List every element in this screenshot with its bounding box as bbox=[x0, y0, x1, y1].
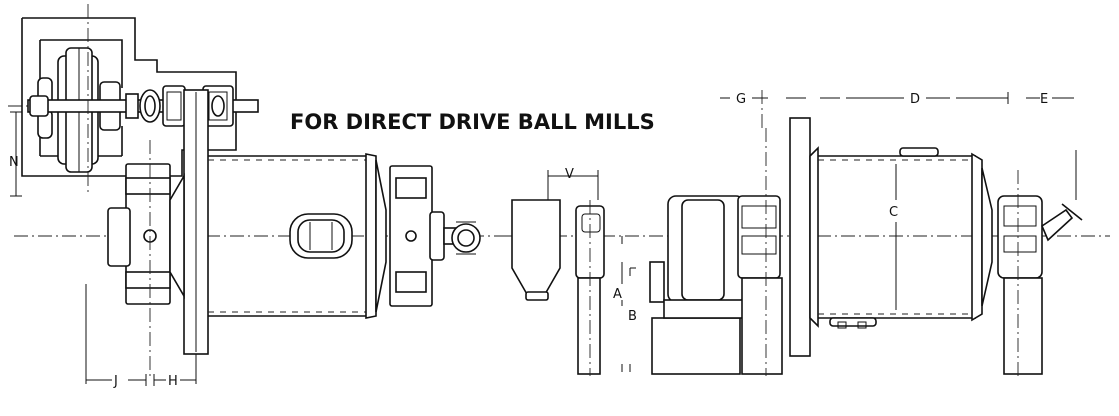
label-g: G bbox=[736, 92, 746, 107]
feed-trunnion bbox=[169, 173, 185, 299]
discharge-bearing bbox=[389, 165, 445, 307]
label-h: H bbox=[168, 374, 178, 389]
elevation-view: V bbox=[505, 90, 1110, 376]
elevation-drive bbox=[649, 195, 745, 375]
plan-view: N J H bbox=[8, 4, 505, 389]
label-c: C bbox=[889, 205, 898, 220]
drawing-title: FOR DIRECT DRIVE BALL MILLS bbox=[290, 110, 655, 134]
discharge-pedestal bbox=[997, 195, 1083, 375]
discharge-trommel bbox=[443, 221, 481, 255]
label-n: N bbox=[9, 155, 19, 170]
label-d: D bbox=[910, 92, 920, 107]
label-b: B bbox=[628, 309, 637, 324]
dimension-n: N bbox=[9, 111, 22, 197]
dimension-a-b: A B bbox=[613, 236, 637, 372]
drive-motor bbox=[21, 17, 259, 177]
dimension-j-h: J H bbox=[85, 284, 196, 389]
feed-hopper: V bbox=[511, 167, 599, 301]
drive-pedestal bbox=[737, 195, 783, 375]
label-a: A bbox=[613, 287, 622, 302]
dimension-g-d-e: G D E bbox=[720, 92, 1074, 107]
mill-shell-elevation bbox=[818, 147, 993, 329]
label-v: V bbox=[565, 167, 574, 182]
manhole-cover bbox=[289, 213, 353, 259]
label-j: J bbox=[113, 374, 118, 389]
mill-shell-plan bbox=[208, 153, 387, 319]
girth-gear-elevation bbox=[789, 117, 811, 357]
label-e: E bbox=[1040, 92, 1048, 107]
dimension-c: C bbox=[889, 164, 898, 310]
feed-bearing bbox=[107, 163, 171, 305]
